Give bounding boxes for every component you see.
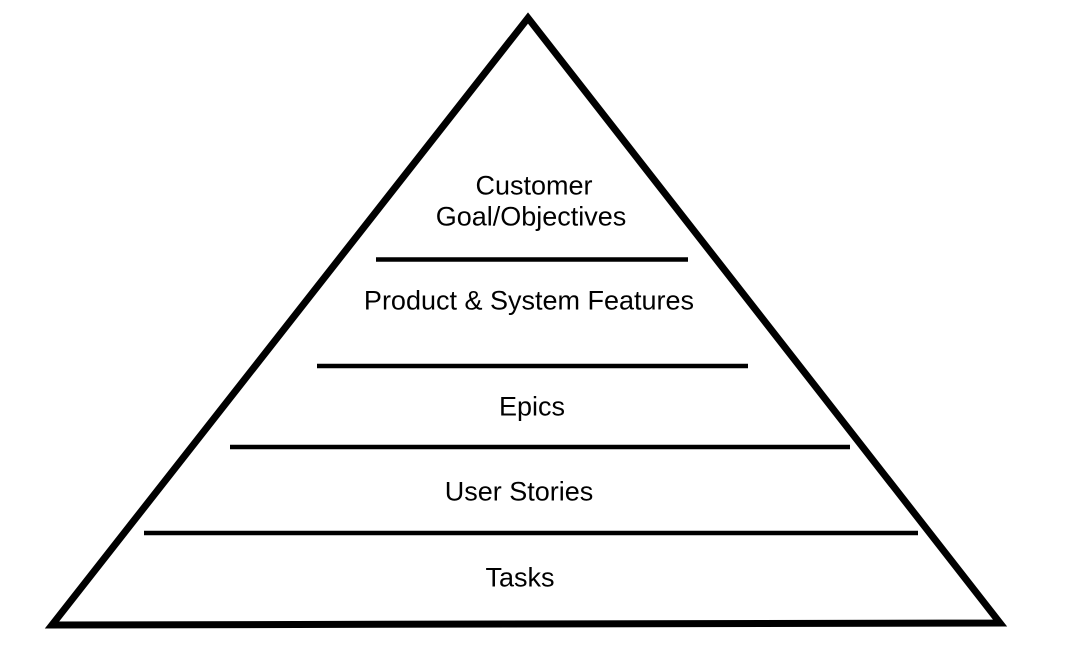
pyramid-outline bbox=[44, 12, 1008, 629]
level-label-epics: Epics bbox=[498, 391, 566, 422]
level-label-user-stories: User Stories bbox=[444, 476, 594, 507]
level-label-customer: Customer bbox=[475, 170, 593, 201]
level-label-product-system-features: Product & System Features bbox=[363, 285, 695, 316]
level-label-goal-objectives: Goal/Objectives bbox=[435, 201, 627, 232]
level-label-tasks: Tasks bbox=[485, 562, 555, 593]
